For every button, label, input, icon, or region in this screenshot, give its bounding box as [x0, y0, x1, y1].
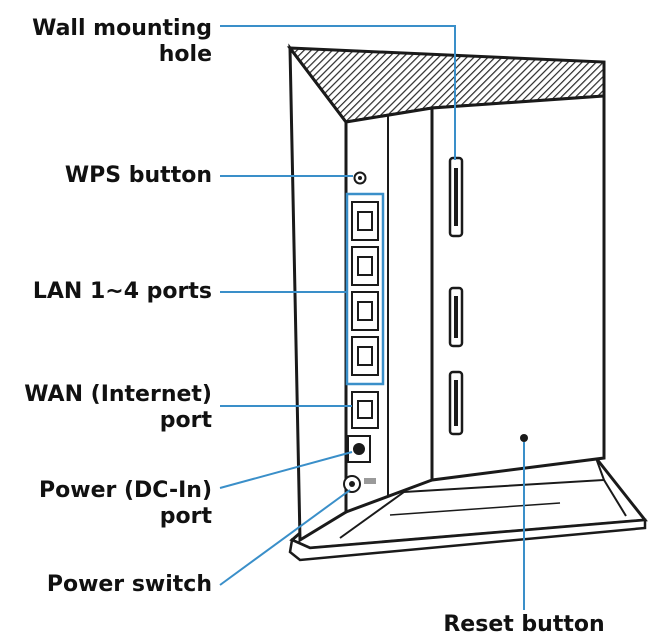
label-wan-port: WAN (Internet) port [24, 382, 212, 433]
label-wall-mounting-hole: Wall mounting hole [32, 16, 212, 67]
leader-power-dc [219, 451, 353, 489]
lan-highlight-box [345, 192, 385, 386]
leader-wall-mounting [220, 25, 456, 160]
router-body [286, 43, 606, 543]
reset-button-dot [520, 434, 528, 442]
label-power-switch: Power switch [46, 572, 212, 597]
port-panel [343, 171, 385, 493]
label-lan-ports: LAN 1~4 ports [32, 279, 212, 304]
label-power-dc-in: Power (DC-In) port [39, 478, 212, 529]
label-reset-button: Reset button [443, 612, 605, 637]
dc-in-port [347, 435, 371, 463]
leader-power-switch [219, 489, 351, 586]
leader-lines [219, 25, 525, 610]
power-switch [343, 475, 361, 493]
lan-ports [351, 201, 379, 376]
wan-port [351, 391, 379, 429]
label-wps-button: WPS button [64, 163, 212, 188]
